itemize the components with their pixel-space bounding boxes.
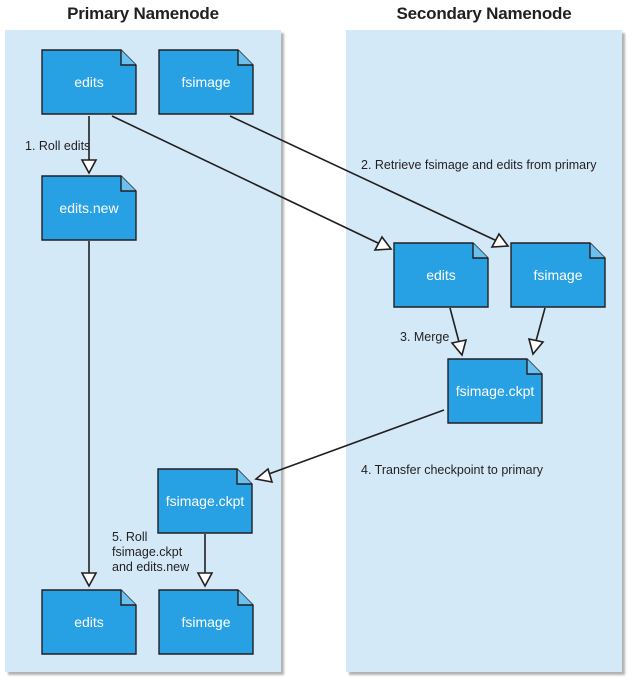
arrowhead-retrieve-fsimage <box>490 232 510 248</box>
document-icon <box>157 468 253 534</box>
document-icon <box>41 49 137 115</box>
secondary-namenode-panel <box>346 30 622 672</box>
primary-fsimage-ckpt-file: fsimage.ckpt <box>157 468 253 534</box>
primary-fsimage-label: fsimage <box>181 74 231 90</box>
step-roll-ckpt-line-3: and edits.new <box>112 560 190 574</box>
document-icon <box>158 589 254 655</box>
document-icon <box>41 589 137 655</box>
document-icon <box>447 358 543 424</box>
step-transfer-label: 4. Transfer checkpoint to primary <box>361 463 544 477</box>
primary-edits-new-label: edits.new <box>59 200 119 216</box>
arrowhead-merge-edits <box>450 338 468 357</box>
arrow-retrieve-fsimage <box>229 115 498 242</box>
secondary-fsimage-ckpt-label: fsimage.ckpt <box>455 383 535 399</box>
primary-edits-file: edits <box>41 49 137 115</box>
document-icon <box>41 175 137 241</box>
document-icon <box>510 242 606 308</box>
final-fsimage-label: fsimage <box>181 614 231 630</box>
secondary-edits-label: edits <box>426 267 456 283</box>
arrow-transfer-checkpoint <box>265 409 445 476</box>
step-roll-edits-label: 1. Roll edits <box>25 139 91 153</box>
final-fsimage-file: fsimage <box>158 589 254 655</box>
final-edits-file: edits <box>41 589 137 655</box>
arrow-retrieve-edits <box>111 115 381 245</box>
primary-namenode-title: Primary Namenode <box>67 4 219 23</box>
primary-fsimage-ckpt-label: fsimage.ckpt <box>165 493 245 509</box>
arrowhead-merge-fsimage <box>527 337 545 356</box>
arrowhead-edits-new-to-edits <box>80 572 98 588</box>
arrowhead-ckpt-to-fsimage <box>196 572 214 588</box>
secondary-fsimage-file: fsimage <box>510 242 606 308</box>
arrowhead-retrieve-edits <box>373 235 393 251</box>
primary-namenode-panel <box>5 30 281 672</box>
final-edits-label: edits <box>74 614 104 630</box>
primary-edits-label: edits <box>74 74 104 90</box>
primary-edits-new-file: edits.new <box>41 175 137 241</box>
primary-fsimage-file: fsimage <box>158 49 254 115</box>
step-merge-label: 3. Merge <box>400 330 450 344</box>
arrowhead-roll-edits <box>80 159 98 175</box>
secondary-edits-file: edits <box>393 242 489 308</box>
step-roll-ckpt-label: 5. Roll fsimage.ckpt and edits.new <box>112 530 189 575</box>
document-icon <box>393 242 489 308</box>
arrowhead-transfer-checkpoint <box>254 467 274 484</box>
arrow-merge-fsimage <box>535 307 546 342</box>
step-retrieve-label: 2. Retrieve fsimage and edits from prima… <box>361 158 597 172</box>
secondary-fsimage-label: fsimage <box>533 267 583 283</box>
secondary-fsimage-ckpt-file: fsimage.ckpt <box>447 358 543 424</box>
step-roll-ckpt-line-2: fsimage.ckpt <box>112 545 183 559</box>
document-icon <box>158 49 254 115</box>
arrow-merge-edits <box>449 307 460 343</box>
step-roll-ckpt-line-1: 5. Roll <box>112 530 148 544</box>
secondary-namenode-title: Secondary Namenode <box>396 4 572 23</box>
